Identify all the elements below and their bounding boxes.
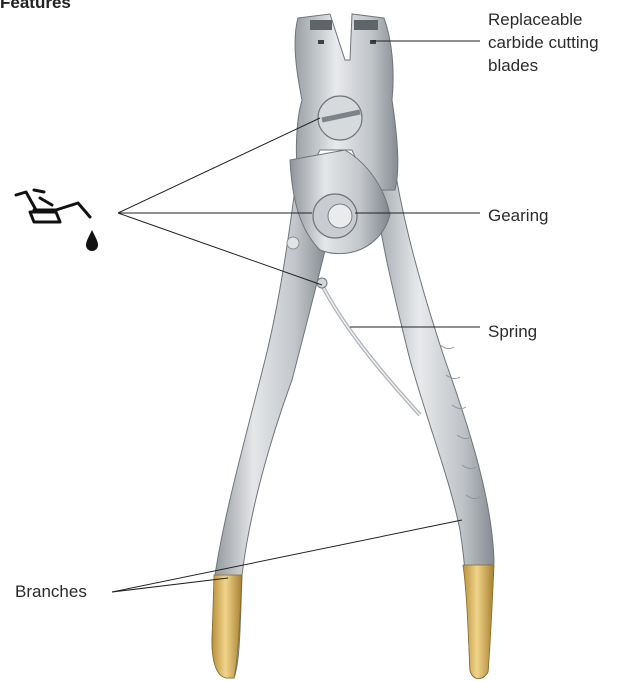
spring-anchor: [317, 278, 327, 288]
blade-mark: [318, 40, 324, 44]
joint-screw: [318, 96, 362, 140]
oil-drop-icon: [86, 230, 98, 251]
rivet: [287, 237, 299, 249]
gearing-pin: [313, 194, 357, 238]
right-gold-tip: [463, 565, 494, 679]
cutting-blade-right: [354, 20, 378, 30]
cutting-blade-left: [310, 20, 332, 30]
oil-can-icon: [16, 190, 90, 222]
